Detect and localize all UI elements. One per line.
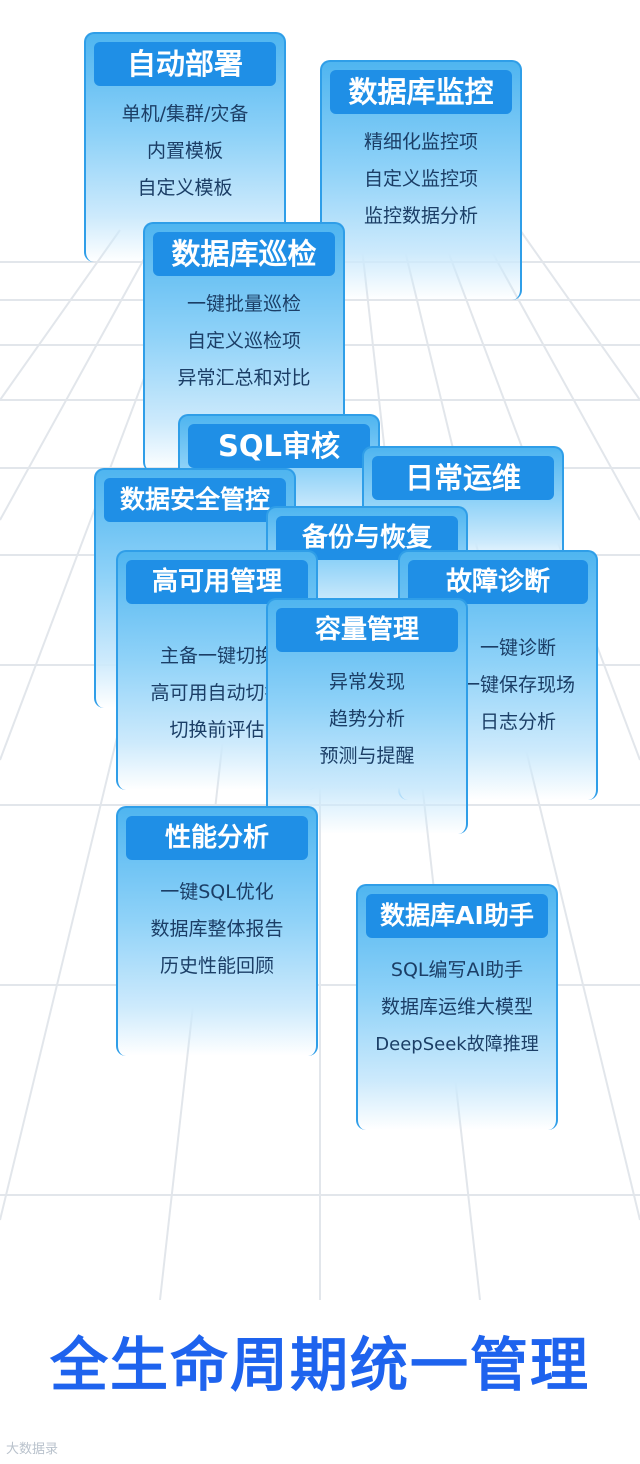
feature-item: 趋势分析 (328, 708, 405, 730)
feature-list: 一键SQL优化 数据库整体报告 历史性能回顾 (118, 874, 316, 985)
feature-list: 单机/集群/灾备 内置模板 自定义模板 (86, 96, 284, 207)
feature-item: 一键批量巡检 (186, 293, 301, 315)
card-title: 容量管理 (276, 608, 458, 652)
feature-item: 异常发现 (328, 671, 405, 693)
headline: 全生命周期统一管理 (49, 1331, 590, 1399)
watermark: 大数据录 (6, 1442, 59, 1457)
card-performance: 性能分析 一键SQL优化 数据库整体报告 历史性能回顾 (116, 806, 318, 1056)
feature-item: 高可用自动切换 (150, 682, 284, 704)
feature-item: 数据库运维大模型 (380, 996, 533, 1018)
feature-item: 日志分析 (479, 711, 556, 733)
card-title: 数据库AI助手 (366, 894, 548, 938)
card-title: 故障诊断 (408, 560, 588, 604)
feature-item: 一键保存现场 (460, 674, 575, 696)
feature-item: 内置模板 (146, 140, 223, 162)
card-title: 日常运维 (372, 456, 554, 500)
feature-list: 主备一键切换 高可用自动切换 切换前评估 (118, 638, 316, 749)
feature-list: 精细化监控项 自定义监控项 监控数据分析 (322, 124, 520, 235)
card-title: SQL审核 (188, 424, 370, 468)
card-db-monitor: 数据库监控 精细化监控项 自定义监控项 监控数据分析 (320, 60, 522, 300)
feature-item: 异常汇总和对比 (177, 367, 311, 389)
feature-item: 主备一键切换 (159, 645, 274, 667)
card-title: 高可用管理 (126, 560, 308, 604)
feature-list: SQL编写AI助手 数据库运维大模型 DeepSeek故障推理 (358, 952, 556, 1063)
card-capacity: 容量管理 异常发现 趋势分析 预测与提醒 (266, 598, 468, 834)
feature-item: SQL编写AI助手 (390, 959, 524, 981)
feature-list: 异常发现 趋势分析 预测与提醒 (268, 664, 466, 775)
feature-item: 单机/集群/灾备 (121, 103, 249, 125)
feature-item: 自定义监控项 (363, 168, 478, 190)
feature-item: 精细化监控项 (363, 131, 478, 153)
card-ai-assistant: 数据库AI助手 SQL编写AI助手 数据库运维大模型 DeepSeek故障推理 (356, 884, 558, 1130)
feature-item: 自定义模板 (137, 177, 233, 199)
feature-item: 自定义巡检项 (186, 330, 301, 352)
feature-list: 一键批量巡检 自定义巡检项 异常汇总和对比 (145, 286, 343, 397)
feature-item: 数据库整体报告 (150, 918, 284, 940)
feature-item: 预测与提醒 (319, 745, 415, 767)
feature-item: 一键诊断 (479, 637, 556, 659)
card-title: 数据库巡检 (153, 232, 335, 276)
feature-list: 一键诊断 一键保存现场 日志分析 (440, 630, 596, 741)
card-title: 性能分析 (126, 816, 308, 860)
feature-item: 切换前评估 (169, 719, 265, 741)
feature-item: DeepSeek故障推理 (375, 1034, 539, 1055)
feature-item: 监控数据分析 (363, 205, 478, 227)
feature-item: 历史性能回顾 (159, 955, 274, 977)
feature-item: 一键SQL优化 (160, 881, 274, 903)
card-title: 数据库监控 (330, 70, 512, 114)
card-title: 自动部署 (94, 42, 276, 86)
card-title: 数据安全管控 (104, 478, 286, 522)
